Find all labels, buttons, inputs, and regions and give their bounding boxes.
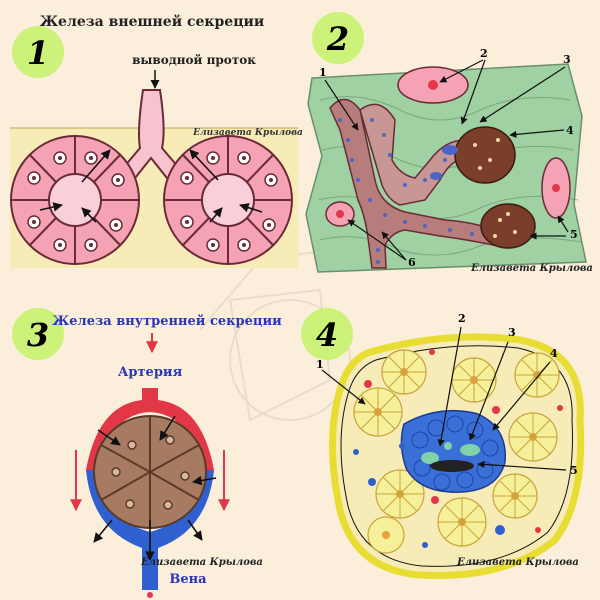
p4-callout-3: 3 (508, 326, 516, 339)
artery-label: Артерия (118, 365, 183, 380)
panel-1-number: 1 (27, 34, 49, 72)
p2-callout-1: 1 (319, 66, 327, 79)
left-acinus (10, 135, 140, 265)
vein-outflow-dot (147, 592, 153, 598)
panel-1-title: Железа внешней секреции (40, 13, 265, 30)
duct-nuclei (338, 118, 474, 264)
p2-callout-6: 6 (408, 256, 416, 269)
secretion-arrows (93, 415, 217, 561)
panel-3-number-badge: 3 (12, 308, 64, 360)
panel-4-number-badge: 4 (301, 308, 353, 360)
p4-callout-1: 1 (316, 358, 324, 371)
background-watermark (199, 249, 351, 422)
panel-1-number-badge: 1 (12, 26, 64, 78)
panel-1-signature: Елизавета Крылова (192, 128, 303, 138)
panel-3-signature: Елизавета Крылова (140, 557, 263, 568)
vein-label: Вена (169, 572, 207, 587)
p2-callout-5: 5 (570, 228, 578, 241)
panel-2-number-badge: 2 (312, 12, 364, 64)
panel-2-callouts: 1 2 3 4 5 6 (319, 47, 578, 269)
p4-callout-2: 2 (458, 312, 466, 325)
panel-3-title: Железа внутренней секреции (52, 314, 282, 329)
panel-4-mixed-gland: 4 (301, 308, 585, 580)
panel-1-exocrine: 1 Железа внешней секреции выводной прото… (10, 13, 303, 268)
right-acinus (163, 135, 293, 265)
panel-2-signature: Елизавета Крылова (470, 263, 593, 274)
acini-spokes (354, 350, 559, 546)
panel-4-number: 4 (316, 316, 338, 354)
panel-2-exocrine-section: 2 (305, 12, 593, 274)
p2-callout-4: 4 (566, 124, 574, 137)
panel-4-signature: Елизавета Крылова (456, 557, 579, 568)
pancreatic-islet (400, 409, 506, 493)
p4-callout-4: 4 (550, 347, 558, 360)
panel-3-endocrine: 3 Железа внутренней секреции Артерия (12, 308, 282, 598)
panel-2-number: 2 (326, 20, 349, 58)
blood-cells (353, 349, 563, 548)
secretory-acini (430, 126, 536, 249)
p2-callout-2: 2 (480, 47, 488, 60)
panel-3-number: 3 (27, 316, 49, 354)
duct-branch (359, 103, 469, 206)
p4-callout-5: 5 (570, 464, 578, 477)
panel-4-callouts: 1 2 3 4 5 (316, 312, 578, 477)
capsule-inner-line (340, 345, 573, 567)
duct-label: выводной проток (132, 53, 256, 67)
p2-callout-3: 3 (563, 53, 571, 66)
endocrine-gland-core (93, 415, 207, 529)
